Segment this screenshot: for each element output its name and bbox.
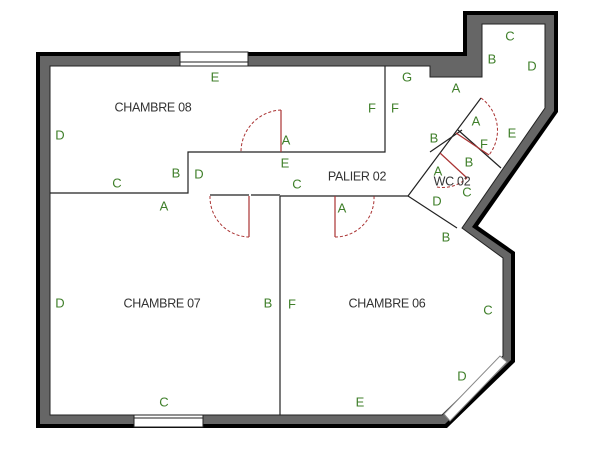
wall-label: B (172, 165, 181, 180)
wall-label: C (483, 302, 492, 317)
window-bottom (133, 414, 204, 428)
room-label: CHAMBRE 07 (124, 296, 201, 310)
wall-label: B (264, 295, 273, 310)
wall-labels: E D F F G A B C D A E B F B A C D B C E … (55, 28, 536, 409)
wall-label: C (462, 184, 471, 199)
wall-label: B (442, 229, 451, 244)
wall-label: C (112, 175, 121, 190)
wall-label: D (194, 166, 203, 181)
wall-label: A (338, 200, 347, 215)
wall-label: A (434, 163, 443, 178)
wall-label: G (402, 69, 412, 84)
wall-label: F (391, 100, 399, 115)
wall-label: A (472, 113, 481, 128)
wall-label: F (288, 296, 296, 311)
wall-label: E (211, 69, 220, 84)
floor-area (49, 23, 546, 416)
door-chambre-08[interactable] (240, 109, 282, 153)
wall-label: A (452, 80, 461, 95)
wall-label: B (430, 130, 439, 145)
wall-label: A (160, 198, 169, 213)
door-chambre-07[interactable] (209, 195, 250, 238)
wall-label: D (55, 295, 64, 310)
room-label: PALIER 02 (328, 169, 387, 183)
wall-label: F (368, 100, 376, 115)
wall-label: A (282, 132, 291, 147)
wall-label: B (465, 154, 474, 169)
door-chambre-06[interactable] (334, 195, 375, 238)
door-wc[interactable] (436, 152, 468, 188)
room-label: CHAMBRE 06 (349, 296, 426, 310)
window-diagonal (443, 355, 508, 422)
wall-label: C (505, 28, 514, 43)
wall-label: C (292, 176, 301, 191)
wall-label: D (457, 368, 466, 383)
room-label: WC 02 (434, 174, 471, 188)
room-label: CHAMBRE 08 (115, 100, 192, 114)
door-palier[interactable] (455, 97, 498, 156)
window-top (179, 51, 249, 67)
wall-label: D (527, 58, 536, 73)
wall-label: F (480, 136, 488, 151)
wall-label: C (159, 394, 168, 409)
wall-label: E (281, 155, 290, 170)
wall-label: B (488, 51, 497, 66)
wall-label: E (508, 125, 517, 140)
wall-label: D (432, 193, 441, 208)
wall-label: E (356, 394, 365, 409)
wall-label: D (55, 127, 64, 142)
